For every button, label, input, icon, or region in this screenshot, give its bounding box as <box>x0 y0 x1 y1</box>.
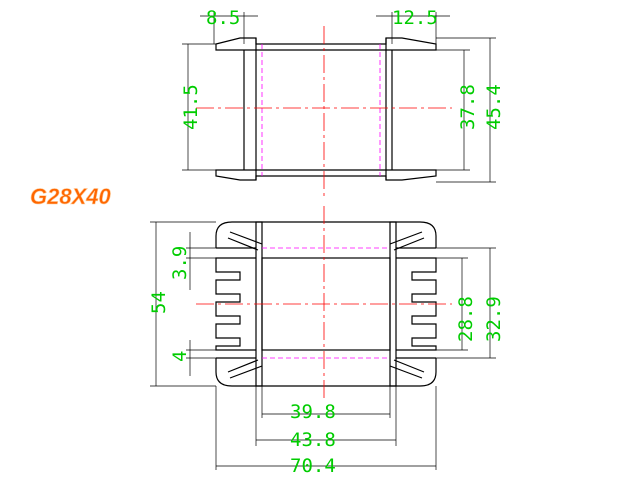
dim-bottom-height-outer: 32.9 <box>483 296 505 342</box>
bottom-view: 54 3.9 4 28.8 32.9 39.8 43.8 <box>148 206 505 477</box>
dim-bottom-width-mid: 43.8 <box>290 429 336 451</box>
dim-top-left-offset: 8.5 <box>206 7 240 29</box>
bottom-flange <box>215 169 437 181</box>
dim-bottom-total-height: 54 <box>148 291 170 314</box>
top-view: 8.5 12.5 41.5 37.8 45.4 <box>180 7 505 196</box>
dim-top-height-mid: 37.8 <box>457 84 479 130</box>
dim-bottom-width-inner: 39.8 <box>290 401 336 423</box>
dim-bottom-width-outer: 70.4 <box>290 455 336 477</box>
dim-top-height-outer: 45.4 <box>483 84 505 130</box>
dim-bottom-height-inner: 28.8 <box>455 296 477 342</box>
dim-top-right-offset: 12.5 <box>392 7 438 29</box>
dim-bottom-slot-bottom: 4 <box>169 351 191 362</box>
left-comb <box>215 257 256 351</box>
bottom-frame-top <box>215 221 437 248</box>
bottom-frame-bottom <box>215 358 437 387</box>
top-flange <box>215 37 437 51</box>
dim-bottom-slot-top: 3.9 <box>169 246 191 280</box>
dim-top-height-inner: 41.5 <box>180 84 202 130</box>
part-label: G28X40 <box>30 184 111 209</box>
right-comb <box>396 257 437 351</box>
